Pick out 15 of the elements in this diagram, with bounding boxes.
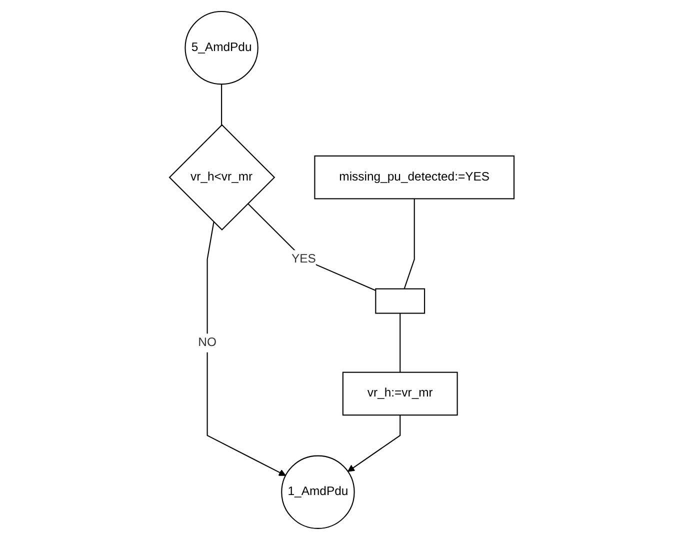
connector	[404, 198, 416, 290]
node-box	[342, 372, 458, 416]
flowchart-drawing: 5_AmdPdu vr_h<vr_mr missing_pu_detected:=YES YES NO vr_h:=vr_mr 1_AmdPdu	[163, 5, 521, 535]
node-circle	[184, 11, 259, 85]
node-circle	[281, 455, 356, 529]
node-diamond	[169, 124, 276, 231]
connector	[400, 313, 401, 372]
connector	[248, 203, 376, 291]
edge-label: YES	[292, 252, 316, 266]
arrow	[207, 222, 286, 476]
arrow	[348, 415, 401, 472]
node-box	[314, 155, 515, 200]
edge-label: NO	[198, 335, 217, 350]
connector	[221, 84, 222, 125]
node-box	[375, 288, 426, 314]
